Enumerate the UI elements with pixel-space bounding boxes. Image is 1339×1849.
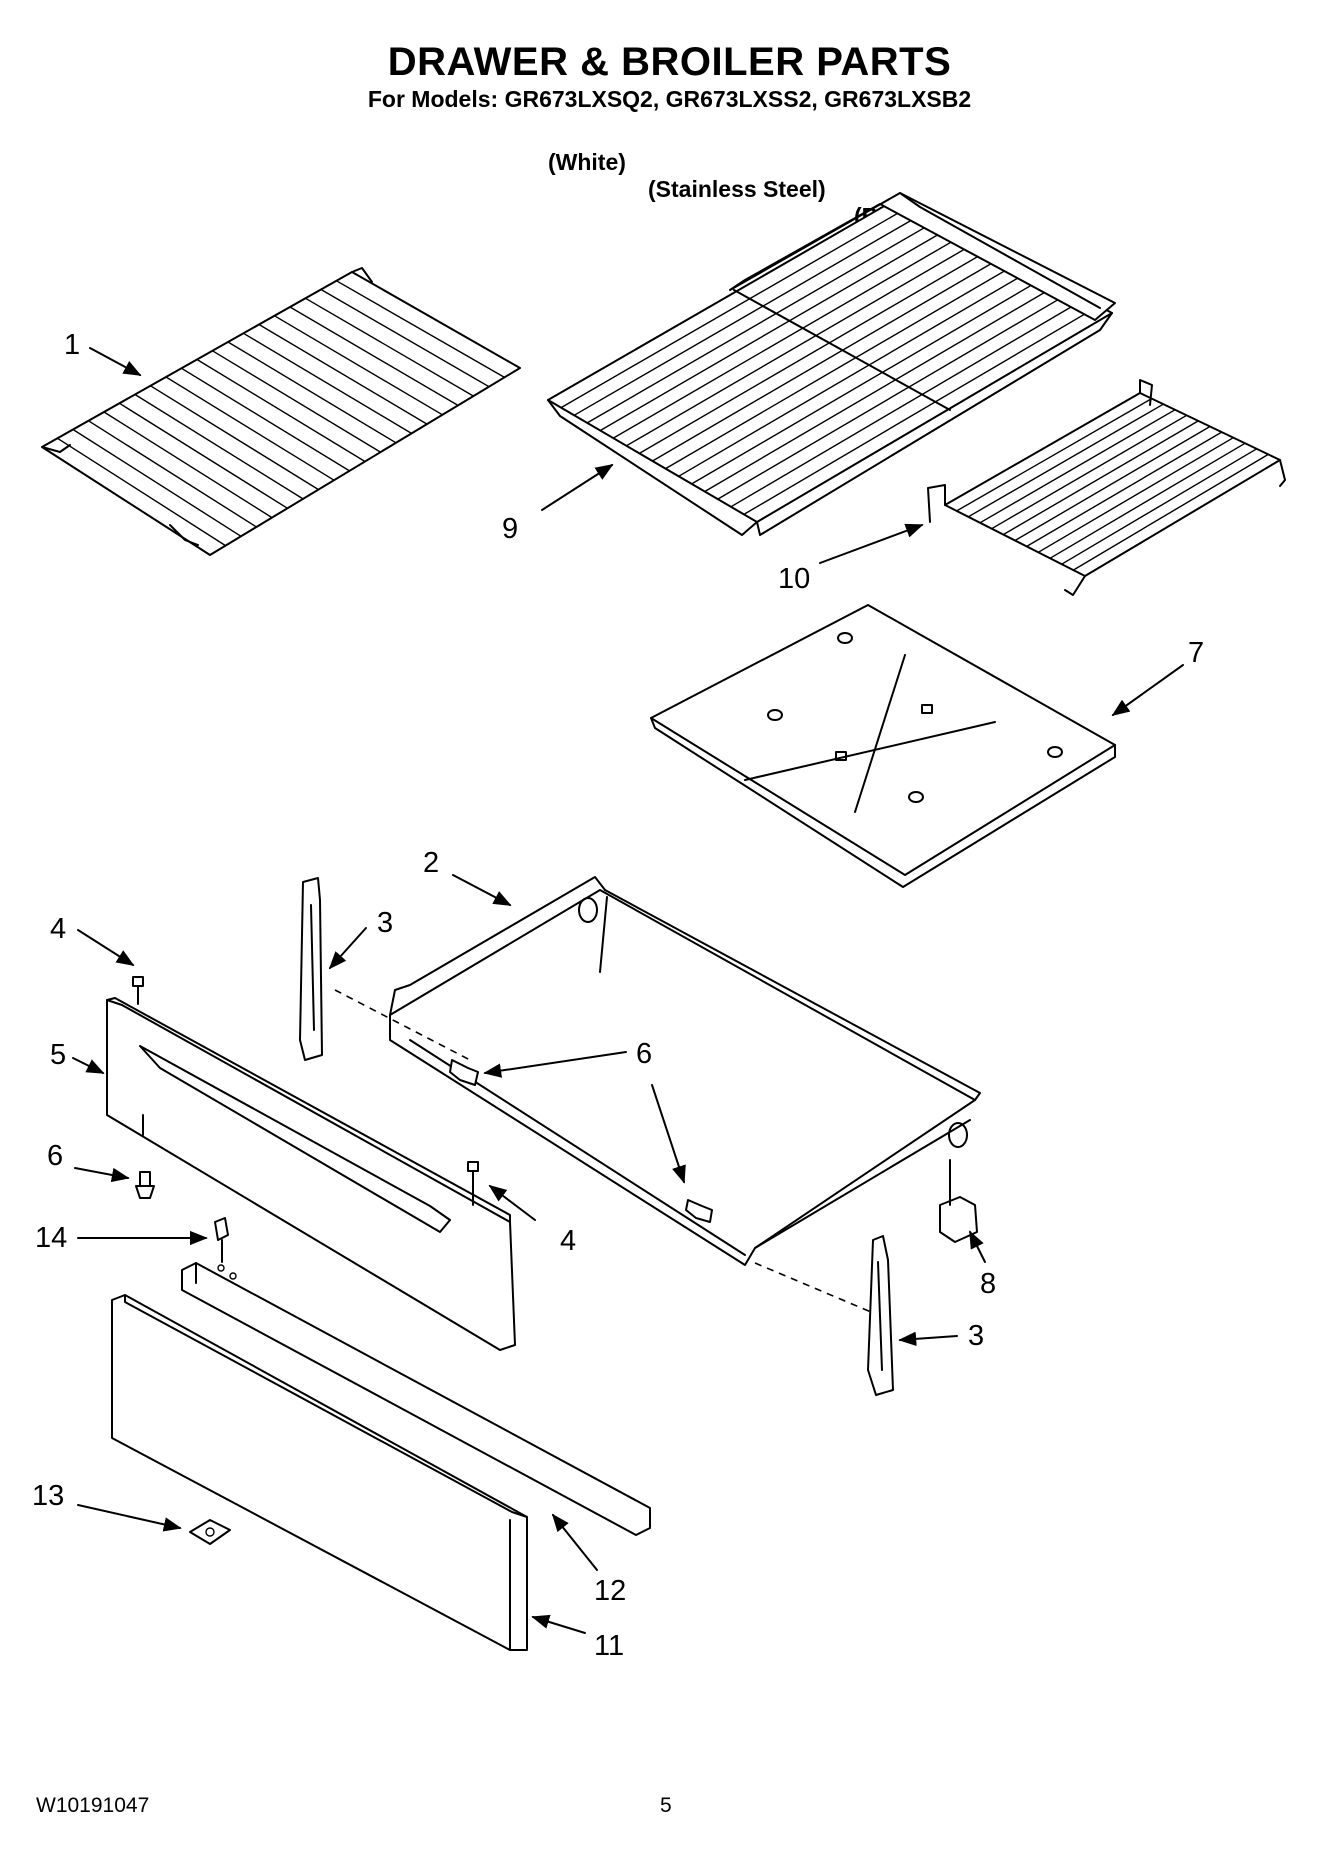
callout-8: 8 — [980, 1268, 996, 1300]
screw-part-6-left — [135, 1171, 155, 1199]
drawer-inner-panel-part-5 — [106, 997, 516, 1351]
drawer-bottom-plate-part-7 — [650, 604, 1116, 888]
callout-labels: 1 9 10 7 2 3 4 5 6 6 4 14 8 3 13 12 11 — [32, 329, 1204, 1662]
callout-13: 13 — [32, 1480, 64, 1512]
callout-leaders — [72, 347, 1184, 1634]
extension-rack-part-10 — [729, 192, 1116, 321]
screw-part-6-mid — [449, 1059, 479, 1086]
small-rack-part-10 — [927, 379, 1286, 596]
screw-part-4-top — [132, 976, 144, 1005]
drawer-glide-part-3-top — [299, 877, 323, 1061]
screw-part-4-right — [467, 1161, 479, 1206]
callout-1: 1 — [64, 329, 80, 361]
oven-rack-part-1 — [41, 267, 521, 556]
callout-2: 2 — [423, 847, 439, 879]
screw-part-6-lower — [685, 1199, 713, 1223]
drawer-front-part-11 — [111, 1294, 528, 1651]
drawer-bracket-part-8 — [939, 1159, 978, 1243]
drawer-body-part-2 — [334, 876, 981, 1321]
callout-3-bottom: 3 — [968, 1320, 984, 1352]
drawer-glide-part-3-bottom — [867, 1235, 894, 1396]
callout-10: 10 — [778, 563, 810, 595]
models-line: For Models: GR673LXSQ2, GR673LXSS2, GR67… — [367, 86, 972, 112]
callout-12: 12 — [594, 1575, 626, 1607]
color-stainless: (Stainless Steel) — [648, 176, 826, 202]
page-title: DRAWER & BROILER PARTS — [387, 40, 952, 84]
callout-14: 14 — [35, 1222, 67, 1254]
document-number: W10191047 — [36, 1794, 150, 1817]
callout-3-top: 3 — [377, 907, 393, 939]
callout-6-left: 6 — [47, 1140, 63, 1172]
callout-7: 7 — [1188, 637, 1204, 669]
drawer-trim-part-12 — [181, 1262, 651, 1536]
color-white: (White) — [548, 149, 626, 175]
callout-11: 11 — [594, 1630, 624, 1662]
callout-4-right: 4 — [560, 1225, 576, 1257]
callout-6-mid: 6 — [636, 1038, 652, 1070]
broiler-pan-part-9 — [547, 196, 1113, 536]
callout-5: 5 — [50, 1039, 66, 1071]
page-number: 5 — [660, 1794, 672, 1817]
screw-part-14 — [214, 1217, 229, 1263]
clip-part-13 — [189, 1519, 231, 1545]
callout-4-top: 4 — [50, 913, 66, 945]
callout-9: 9 — [502, 513, 518, 545]
